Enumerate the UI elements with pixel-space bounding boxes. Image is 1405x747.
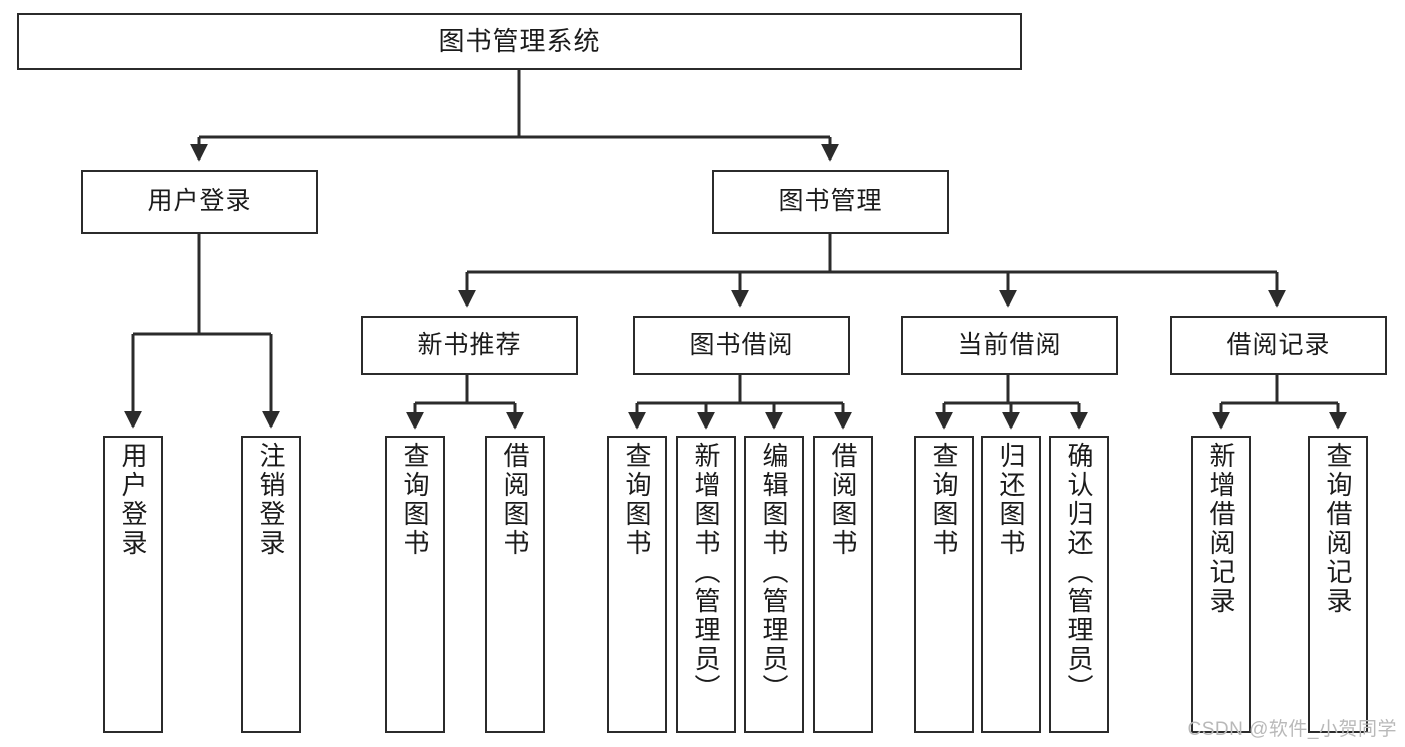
node-borrow-record-label: 借阅记录 <box>1226 330 1331 359</box>
node-book-manage-label: 图书管理 <box>778 187 883 216</box>
leaf-query-book-1[interactable]: 查询图书 <box>385 436 445 733</box>
leaf-edit-book-admin[interactable]: 编辑图书（管理员） <box>744 436 804 733</box>
leaf-return-book-label: 归还图书 <box>996 442 1026 558</box>
node-new-book-recommend-label: 新书推荐 <box>417 330 522 359</box>
leaf-borrow-book-1-label: 借阅图书 <box>500 442 530 558</box>
node-new-book-recommend[interactable]: 新书推荐 <box>361 316 578 375</box>
leaf-user-login-label: 用户登录 <box>118 442 148 558</box>
leaf-add-borrow-record[interactable]: 新增借阅记录 <box>1191 436 1251 733</box>
leaf-user-login[interactable]: 用户登录 <box>103 436 163 733</box>
leaf-edit-book-admin-label: 编辑图书（管理员） <box>759 442 789 703</box>
node-root-label: 图书管理系统 <box>438 26 601 57</box>
leaf-query-book-2[interactable]: 查询图书 <box>607 436 667 733</box>
leaf-borrow-book-1[interactable]: 借阅图书 <box>485 436 545 733</box>
leaf-borrow-book-2-label: 借阅图书 <box>828 442 858 558</box>
node-root[interactable]: 图书管理系统 <box>17 13 1022 70</box>
leaf-logout-login[interactable]: 注销登录 <box>241 436 301 733</box>
node-book-borrow-label: 图书借阅 <box>689 330 794 359</box>
node-user-login-label: 用户登录 <box>147 187 252 216</box>
node-book-manage[interactable]: 图书管理 <box>712 170 949 234</box>
leaf-add-book-admin-label: 新增图书（管理员） <box>691 442 721 703</box>
leaf-add-book-admin[interactable]: 新增图书（管理员） <box>676 436 736 733</box>
leaf-logout-login-label: 注销登录 <box>256 442 286 558</box>
node-borrow-record[interactable]: 借阅记录 <box>1170 316 1387 375</box>
leaf-borrow-book-2[interactable]: 借阅图书 <box>813 436 873 733</box>
leaf-query-book-1-label: 查询图书 <box>400 442 430 558</box>
leaf-confirm-return-admin[interactable]: 确认归还（管理员） <box>1049 436 1109 733</box>
leaf-query-book-2-label: 查询图书 <box>622 442 652 558</box>
leaf-query-borrow-record-label: 查询借阅记录 <box>1323 442 1353 616</box>
node-current-borrow-label: 当前借阅 <box>957 330 1062 359</box>
leaf-add-borrow-record-label: 新增借阅记录 <box>1206 442 1236 616</box>
node-book-borrow[interactable]: 图书借阅 <box>633 316 850 375</box>
leaf-return-book[interactable]: 归还图书 <box>981 436 1041 733</box>
node-current-borrow[interactable]: 当前借阅 <box>901 316 1118 375</box>
leaf-query-book-3[interactable]: 查询图书 <box>914 436 974 733</box>
leaf-confirm-return-admin-label: 确认归还（管理员） <box>1064 442 1094 703</box>
leaf-query-book-3-label: 查询图书 <box>929 442 959 558</box>
leaf-query-borrow-record[interactable]: 查询借阅记录 <box>1308 436 1368 733</box>
watermark: CSDN @软件_小贺同学 <box>1187 719 1397 740</box>
node-user-login[interactable]: 用户登录 <box>81 170 318 234</box>
